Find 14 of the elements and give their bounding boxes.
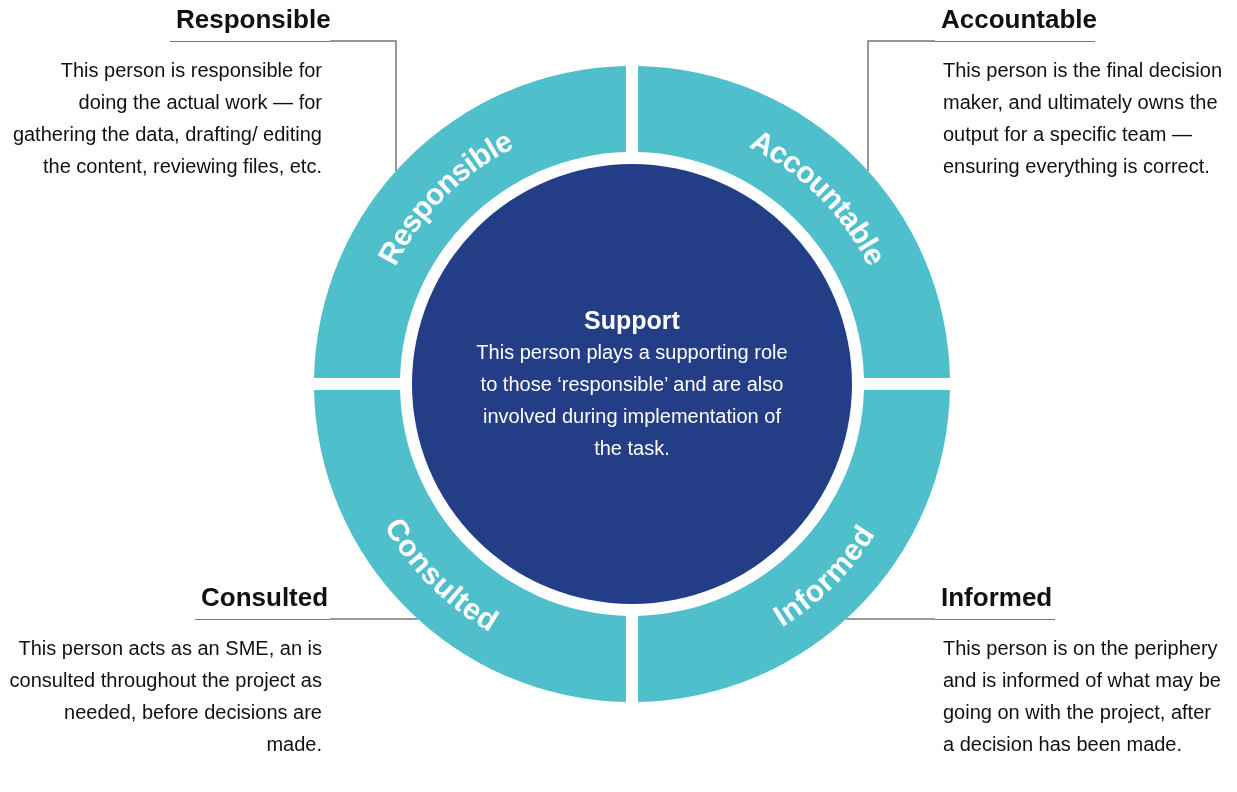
description: This person plays a supporting role to those ‘responsible’ and are also involved during implementation of the task. [475, 340, 789, 461]
description: This person acts as an SME, an is consulted throughout the project as needed, before decisions are made. [8, 636, 323, 757]
leader-line [329, 40, 397, 172]
heading: Consulted [195, 580, 330, 620]
description: This person is on the periphery and is informed of what may be going on with the project, after a decision has been made. [942, 636, 1222, 757]
heading: Responsible [170, 2, 330, 42]
leader-line [845, 618, 936, 620]
heading: Informed [935, 580, 1055, 620]
heading: Accountable [935, 2, 1095, 42]
heading: Support [584, 305, 680, 336]
description: This person is responsible for doing the actual work — for gathering the data, drafting/ editing the content, reviewing files, etc. [11, 58, 323, 179]
leader-line [329, 618, 419, 620]
leader-line [867, 40, 936, 172]
description: This person is the final decision maker, and ultimately owns the output for a specific team — ensuring everything is correct. [942, 58, 1224, 179]
